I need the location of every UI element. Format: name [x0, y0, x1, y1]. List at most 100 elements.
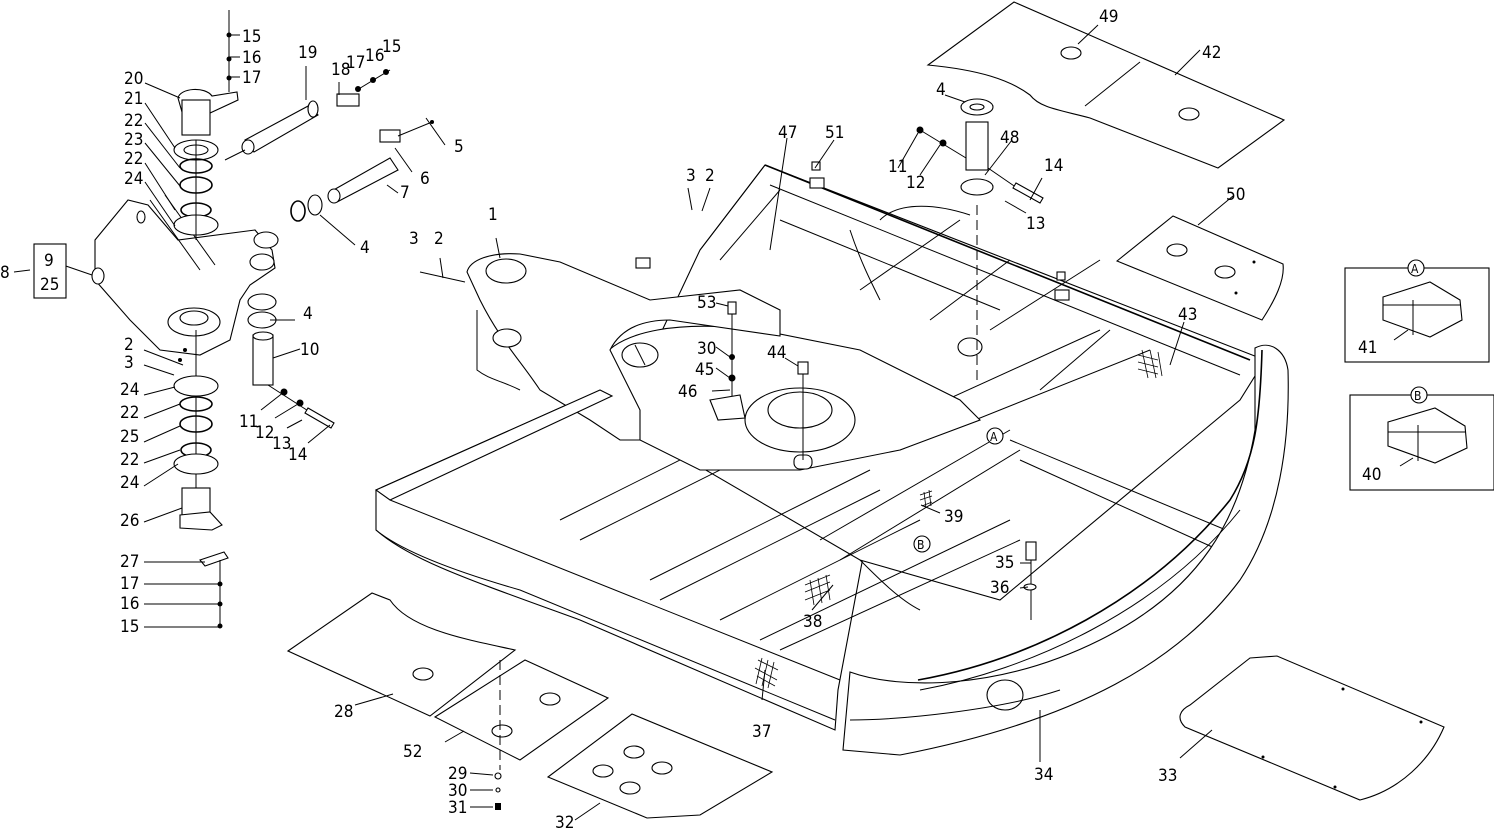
callout-19: 19 — [298, 43, 317, 63]
callout-24: 24 — [124, 169, 143, 189]
callout-28: 28 — [334, 702, 353, 722]
callout-13: 13 — [272, 434, 291, 454]
callout-6: 6 — [420, 169, 430, 189]
callout-41: 41 — [1358, 338, 1377, 358]
mesh-43 — [1137, 349, 1163, 379]
callout-7: 7 — [400, 183, 410, 203]
callout-20: 20 — [124, 69, 143, 89]
callout-5: 5 — [454, 137, 464, 157]
callout-49: 49 — [1099, 7, 1118, 27]
callout-22: 22 — [124, 111, 143, 131]
callout-2: 2 — [124, 335, 134, 355]
callout-25: 25 — [120, 427, 139, 447]
bottom-cover-33 — [1179, 655, 1445, 801]
pin-19 — [224, 100, 319, 161]
callout-17: 17 — [242, 68, 261, 88]
callout-23: 23 — [124, 130, 143, 150]
callout-40: 40 — [1362, 465, 1381, 485]
callout-11: 11 — [239, 412, 258, 432]
callout-26: 26 — [120, 511, 139, 531]
callout-31: 31 — [448, 798, 467, 818]
callout-15: 15 — [120, 617, 139, 637]
callout-52: 52 — [403, 742, 422, 762]
detail-a-box — [1344, 267, 1490, 363]
mesh-38 — [804, 574, 831, 606]
callout-16: 16 — [242, 48, 261, 68]
detail-marker-a-box: A — [1407, 259, 1425, 277]
callout-30: 30 — [697, 339, 716, 359]
callout-50: 50 — [1226, 185, 1245, 205]
callout-17: 17 — [346, 53, 365, 73]
callout-8: 8 — [0, 263, 10, 283]
pin-stack-top — [173, 10, 239, 240]
detail-marker-b-frame: B — [913, 535, 931, 553]
callout-16: 16 — [365, 46, 384, 66]
callout-27: 27 — [120, 552, 139, 572]
mesh-37 — [754, 657, 779, 689]
callout-14: 14 — [1044, 156, 1063, 176]
bolt-35 — [1023, 541, 1037, 620]
callout-32: 32 — [555, 813, 574, 831]
swing-bracket — [91, 194, 279, 356]
callout-labels: 15 16 17 20 21 22 23 22 24 19 18 17 16 1… — [0, 7, 1381, 831]
plate-18 — [336, 69, 391, 107]
callout-22: 22 — [124, 149, 143, 169]
callout-22: 22 — [120, 403, 139, 423]
pin-48 — [916, 98, 1044, 380]
callout-45: 45 — [695, 360, 714, 380]
callout-30: 30 — [448, 781, 467, 801]
callout-3: 3 — [686, 166, 696, 186]
callout-47: 47 — [778, 123, 797, 143]
svg-text:A: A — [1411, 262, 1419, 276]
cover-plate-50 — [1115, 215, 1284, 321]
callout-9: 9 — [44, 251, 54, 271]
callout-4: 4 — [303, 304, 313, 324]
callout-1: 1 — [488, 205, 498, 225]
svg-text:A: A — [990, 430, 998, 444]
mesh-39 — [919, 489, 933, 509]
callout-18: 18 — [331, 60, 350, 80]
fastener-stack-53 — [709, 301, 809, 460]
callout-48: 48 — [1000, 128, 1019, 148]
callout-34: 34 — [1034, 765, 1053, 785]
callout-2: 2 — [434, 229, 444, 249]
callout-3: 3 — [409, 229, 419, 249]
pin-stack-bottom — [173, 330, 229, 629]
callout-15: 15 — [382, 37, 401, 57]
cover-plate-49-42 — [926, 1, 1286, 169]
svg-text:B: B — [1414, 389, 1421, 403]
callout-10: 10 — [300, 340, 319, 360]
callout-51: 51 — [825, 123, 844, 143]
detail-marker-a-frame: A — [986, 427, 1004, 445]
callout-17: 17 — [120, 574, 139, 594]
callout-42: 42 — [1202, 43, 1221, 63]
callout-3: 3 — [124, 353, 134, 373]
callout-box-9-25 — [33, 243, 67, 299]
callout-53: 53 — [697, 293, 716, 313]
callout-35: 35 — [995, 553, 1014, 573]
callout-15: 15 — [242, 27, 261, 47]
callout-2: 2 — [705, 166, 715, 186]
detail-b-box — [1349, 394, 1494, 491]
callout-4: 4 — [360, 238, 370, 258]
callout-12: 12 — [906, 173, 925, 193]
bottom-cover-52 — [433, 659, 610, 810]
bottom-cover-32 — [546, 713, 774, 819]
callout-21: 21 — [124, 89, 143, 109]
callout-4: 4 — [936, 80, 946, 100]
callout-43: 43 — [1178, 305, 1197, 325]
callout-22: 22 — [120, 450, 139, 470]
callout-24: 24 — [120, 473, 139, 493]
callout-33: 33 — [1158, 766, 1177, 786]
callout-44: 44 — [767, 343, 786, 363]
callout-29: 29 — [448, 764, 467, 784]
callout-14: 14 — [288, 445, 307, 465]
callout-12: 12 — [255, 423, 274, 443]
bottom-cover-28 — [286, 592, 517, 717]
callout-38: 38 — [803, 612, 822, 632]
callout-46: 46 — [678, 382, 697, 402]
callout-24: 24 — [120, 380, 139, 400]
callout-11: 11 — [888, 157, 907, 177]
